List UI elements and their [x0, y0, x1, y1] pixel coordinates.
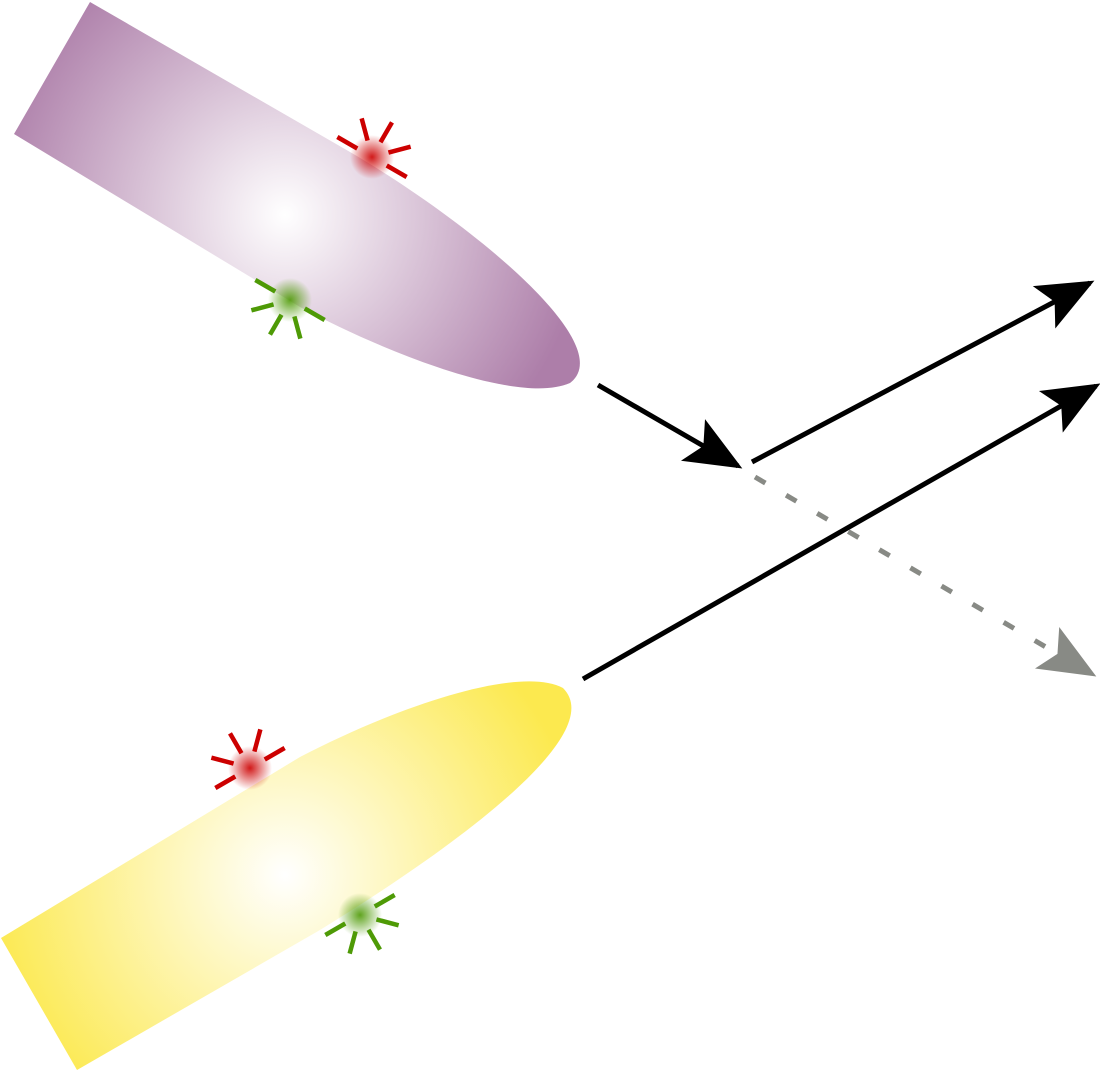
spark-ray: [250, 302, 275, 313]
spark-ray: [324, 921, 347, 937]
spark-ray: [336, 135, 359, 151]
spark-ray: [263, 746, 286, 762]
green-spark-icon: [324, 893, 400, 955]
lower-body-shape: [1, 681, 572, 1070]
incoming-arrow: [596, 382, 743, 469]
spark-ray: [385, 163, 408, 179]
outgoing-arrow-lower: [581, 383, 1100, 682]
spark-ray: [373, 893, 396, 909]
red-spark-icon: [336, 117, 412, 179]
spark-ray: [228, 732, 244, 755]
spark-ray: [210, 755, 235, 766]
spark-ray: [347, 930, 358, 955]
spark-ray: [387, 144, 412, 155]
spark-ray: [303, 306, 326, 322]
spark-ray: [268, 313, 284, 336]
outgoing-arrow-upper: [750, 280, 1095, 465]
spark-glow: [228, 746, 272, 790]
spark-ray: [378, 121, 394, 144]
spark-glow: [268, 278, 312, 322]
spark-glow: [338, 893, 382, 937]
spark-ray: [359, 117, 370, 142]
upper-body-shape: [14, 2, 580, 389]
spark-ray: [292, 315, 303, 340]
red-spark-icon: [210, 728, 286, 790]
green-spark-icon: [250, 278, 326, 340]
spark-glow: [350, 135, 394, 179]
spark-ray: [214, 774, 237, 790]
spark-ray: [252, 728, 263, 753]
spark-ray: [366, 928, 382, 951]
dashed-continuation-arrow: [753, 474, 1097, 677]
spark-ray: [254, 278, 277, 294]
spark-ray: [375, 917, 400, 928]
